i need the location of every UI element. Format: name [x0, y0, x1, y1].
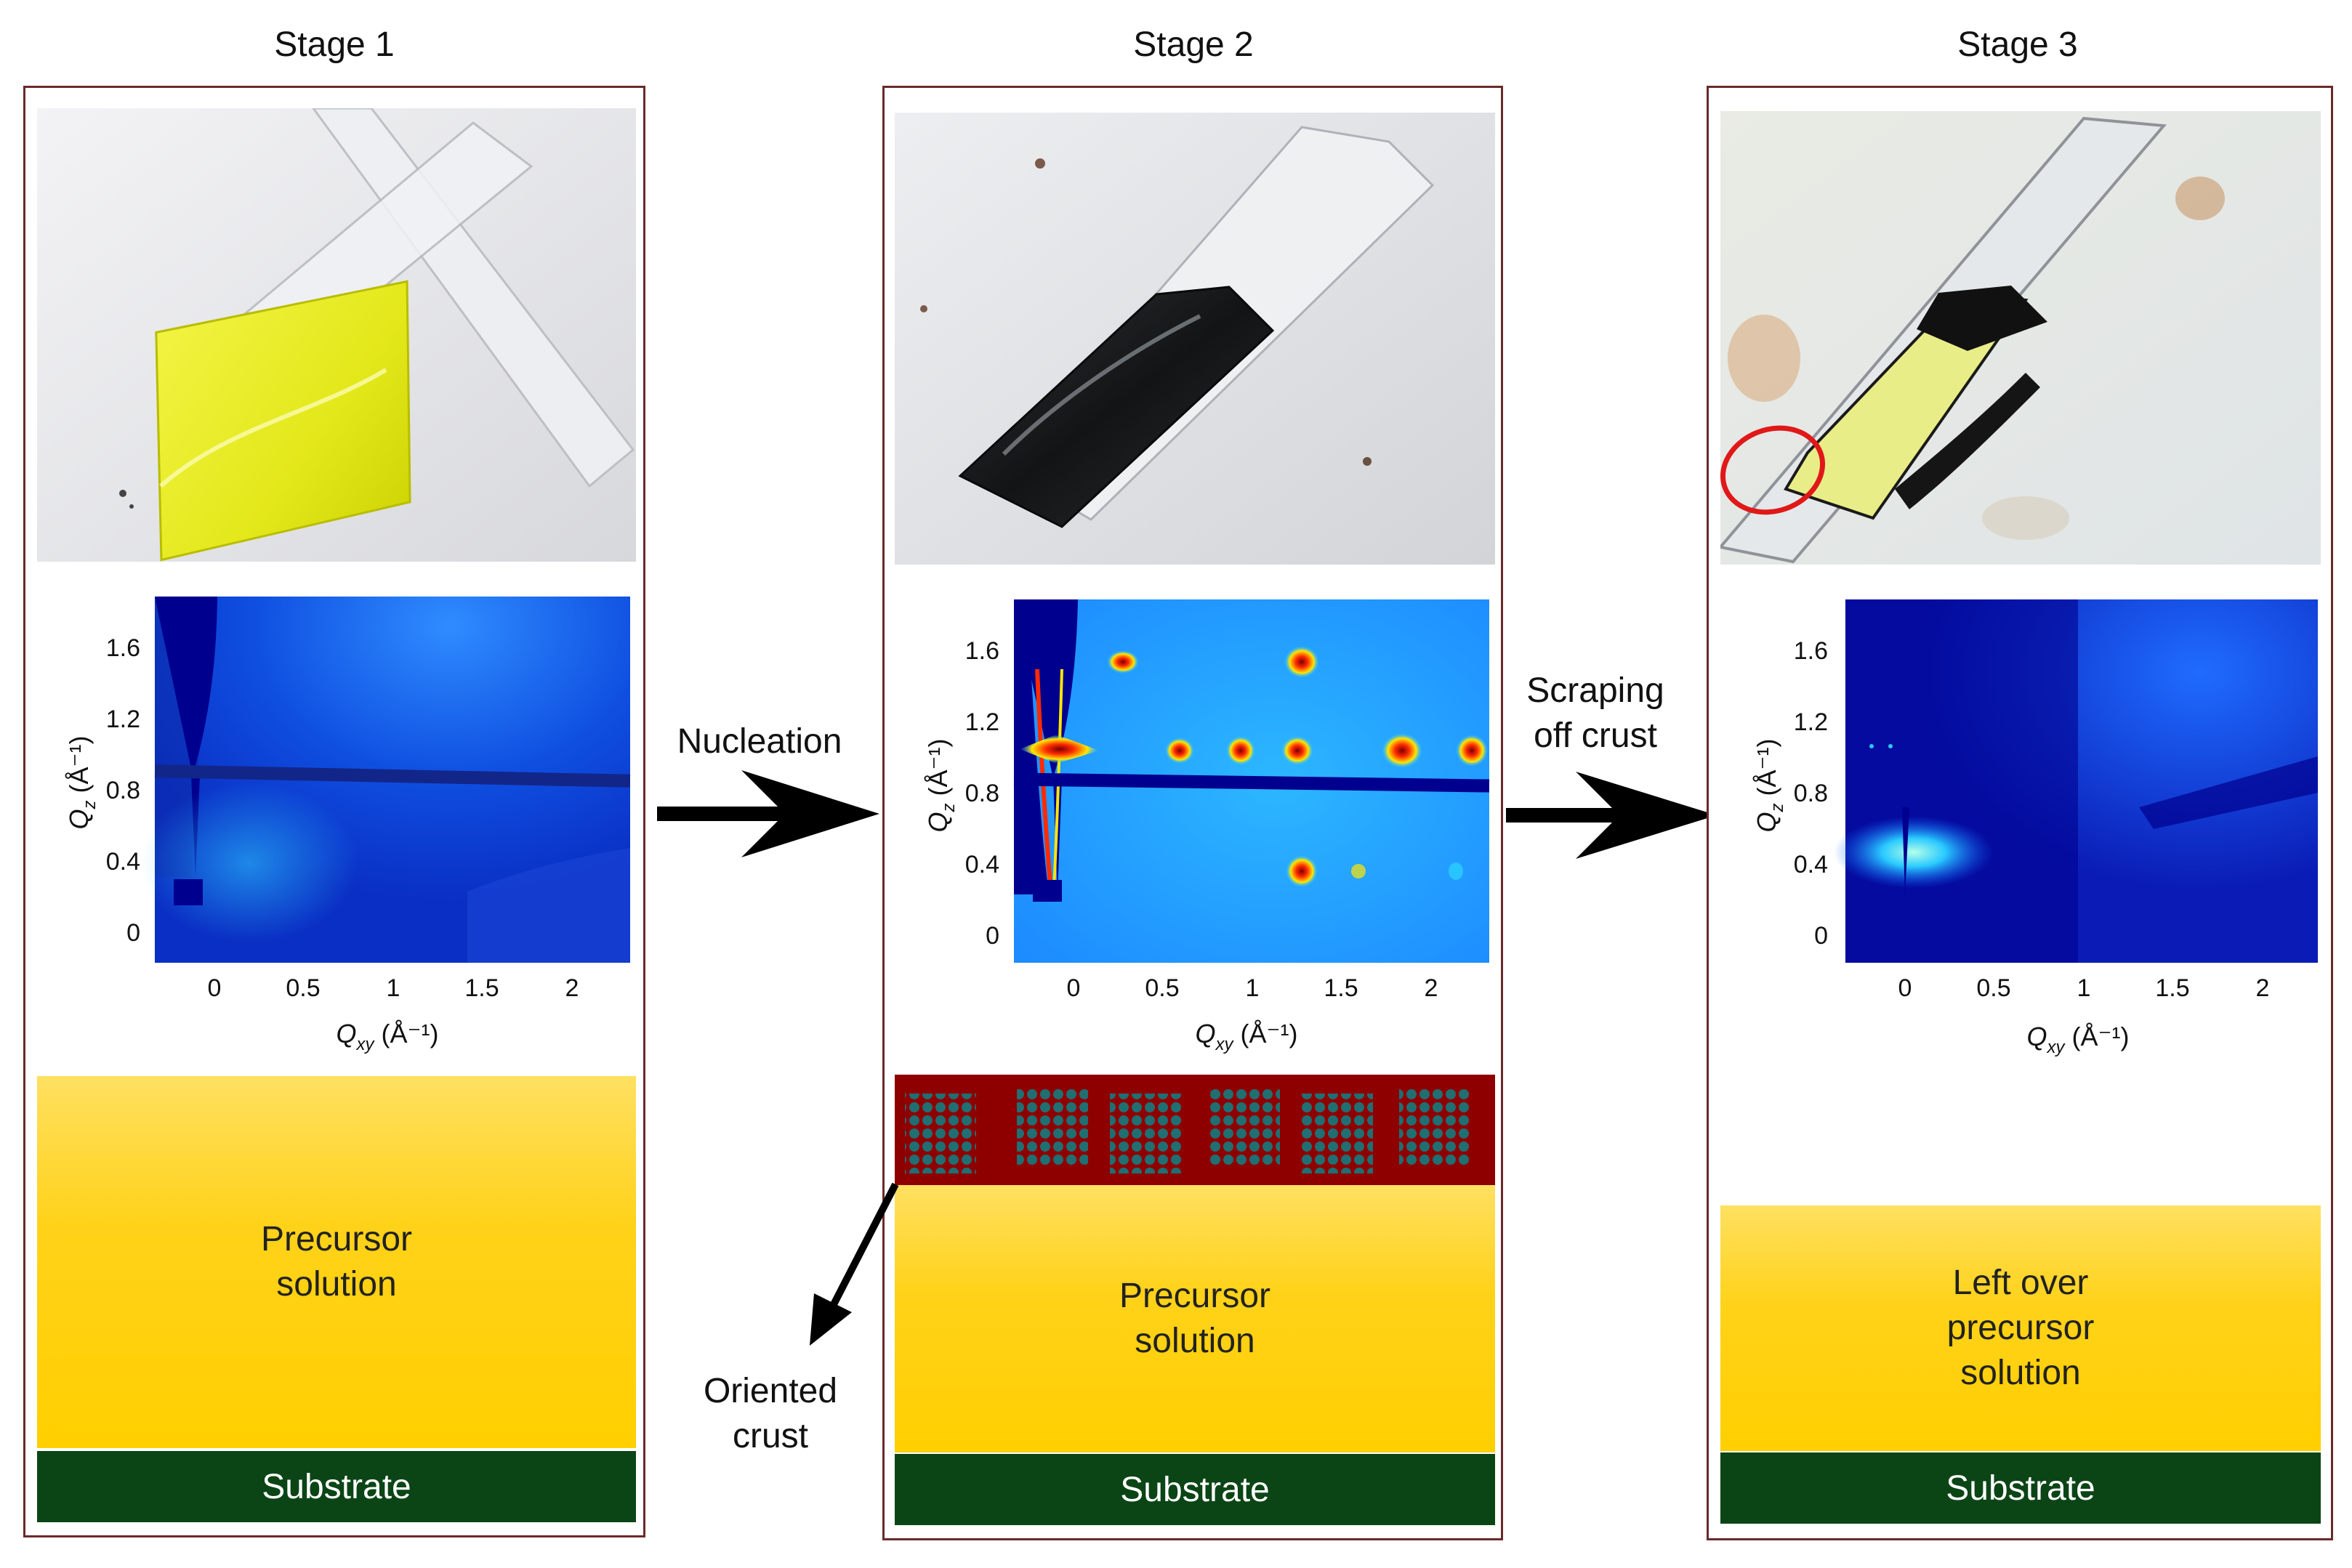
- x-tick-label: 0.5: [1145, 974, 1179, 1002]
- x-tick-label: 0.5: [286, 974, 320, 1002]
- stage-2-photo: [895, 113, 1495, 565]
- stage-1-photo: [37, 108, 636, 562]
- stage-2-substrate: Substrate: [895, 1454, 1495, 1525]
- y-tick-label: 1.6: [965, 637, 999, 665]
- stage-3-y-ticks: 1.6 1.2 0.8 0.4 0: [1794, 637, 1828, 950]
- stage-2-bragg-peaks: [1107, 646, 1488, 887]
- nucleation-arrow: [657, 770, 879, 857]
- y-tick-label: 0: [1814, 922, 1828, 950]
- x-tick-label: 2: [2256, 974, 2270, 1002]
- y-tick-label: 1.2: [1794, 708, 1828, 736]
- oriented-crust-arrow: [810, 1182, 899, 1346]
- x-tick-label: 2: [1425, 974, 1438, 1002]
- stage-3-title: Stage 3: [1957, 25, 2078, 64]
- stage-1-panel: 1.6 1.2 0.8 0.4 0 0 0.5 1 1.5 2 Qxy(Å⁻¹)…: [23, 86, 645, 1537]
- y-tick-label: 0.4: [1794, 851, 1828, 878]
- x-tick-label: 1: [387, 974, 400, 1002]
- y-tick-label: 0.8: [965, 780, 999, 807]
- stage-3-giwaxs-plot: 1.6 1.2 0.8 0.4 0 0 0.5 1 1.5 2 Qxy(Å⁻¹)…: [1752, 599, 2318, 1057]
- stage-2-precursor-solution: Precursor solution: [895, 1185, 1495, 1452]
- stage-3-photo: [1720, 111, 2321, 565]
- stage-3-panel: 1.6 1.2 0.8 0.4 0 0 0.5 1 1.5 2 Qxy(Å⁻¹)…: [1707, 86, 2333, 1540]
- y-tick-label: 0.4: [106, 848, 140, 876]
- stage-2-title: Stage 2: [1133, 25, 1254, 64]
- highlight-circle: [1720, 425, 1826, 515]
- y-tick-label: 0: [126, 919, 140, 947]
- x-tick-label: 1.5: [464, 974, 499, 1002]
- stage-1-x-ticks: 0 0.5 1 1.5 2: [208, 974, 579, 1002]
- y-axis-label: Qz(Å⁻¹): [1752, 739, 1787, 833]
- x-tick-label: 0: [1067, 974, 1081, 1002]
- x-tick-label: 1: [1246, 974, 1260, 1002]
- stage-2-giwaxs-plot: 1.6 1.2 0.8 0.4 0 0 0.5 1 1.5 2 Qxy(Å⁻¹)…: [923, 599, 1490, 1054]
- y-tick-label: 0.8: [1794, 780, 1828, 807]
- x-tick-label: 1.5: [2155, 974, 2189, 1002]
- x-tick-label: 1: [2077, 974, 2091, 1002]
- stage-1-y-ticks: 1.6 1.2 0.8 0.4 0: [106, 634, 140, 947]
- y-tick-label: 0.8: [106, 777, 140, 804]
- stage-2-x-ticks: 0 0.5 1 1.5 2: [1067, 974, 1438, 1002]
- x-axis-label: Qxy(Å⁻¹): [1196, 1019, 1298, 1054]
- stage-3-leftover-solution: Left over precursor solution: [1720, 1205, 2321, 1451]
- nucleation-label: Nucleation: [677, 722, 842, 761]
- x-tick-label: 0: [208, 974, 222, 1002]
- x-tick-label: 2: [565, 974, 579, 1002]
- stage-3-substrate: Substrate: [1720, 1452, 2321, 1524]
- oriented-crust-layer: [895, 1075, 1495, 1185]
- scraping-label: Scraping off crust: [1526, 671, 1664, 755]
- y-axis-label: Qz(Å⁻¹): [923, 739, 959, 833]
- x-tick-label: 0.5: [1976, 974, 2010, 1002]
- stage-1-substrate: Substrate: [37, 1451, 636, 1522]
- stage-2-panel: 1.6 1.2 0.8 0.4 0 0 0.5 1 1.5 2 Qxy(Å⁻¹)…: [882, 86, 1503, 1540]
- x-axis-label: Qxy(Å⁻¹): [2027, 1022, 2130, 1057]
- stage-1-precursor-solution: Precursor solution: [37, 1076, 636, 1448]
- y-tick-label: 1.2: [106, 706, 140, 733]
- y-axis-label: Qz(Å⁻¹): [64, 736, 100, 830]
- stage-1-giwaxs-plot: 1.6 1.2 0.8 0.4 0 0 0.5 1 1.5 2 Qxy(Å⁻¹)…: [64, 597, 631, 1054]
- y-tick-label: 0: [986, 922, 999, 950]
- x-tick-label: 0: [1898, 974, 1912, 1002]
- stage-1-title: Stage 1: [274, 25, 395, 64]
- y-tick-label: 0.4: [965, 851, 999, 878]
- oriented-crust-label: Oriented crust: [703, 1372, 838, 1455]
- x-axis-label: Qxy(Å⁻¹): [337, 1019, 439, 1054]
- x-tick-label: 1.5: [1324, 974, 1358, 1002]
- stage-3-x-ticks: 0 0.5 1 1.5 2: [1898, 974, 2270, 1002]
- y-tick-label: 1.6: [1794, 637, 1828, 665]
- y-tick-label: 1.2: [965, 708, 999, 736]
- stage-2-y-ticks: 1.6 1.2 0.8 0.4 0: [965, 637, 999, 950]
- scraping-arrow: [1506, 772, 1717, 859]
- y-tick-label: 1.6: [106, 634, 140, 662]
